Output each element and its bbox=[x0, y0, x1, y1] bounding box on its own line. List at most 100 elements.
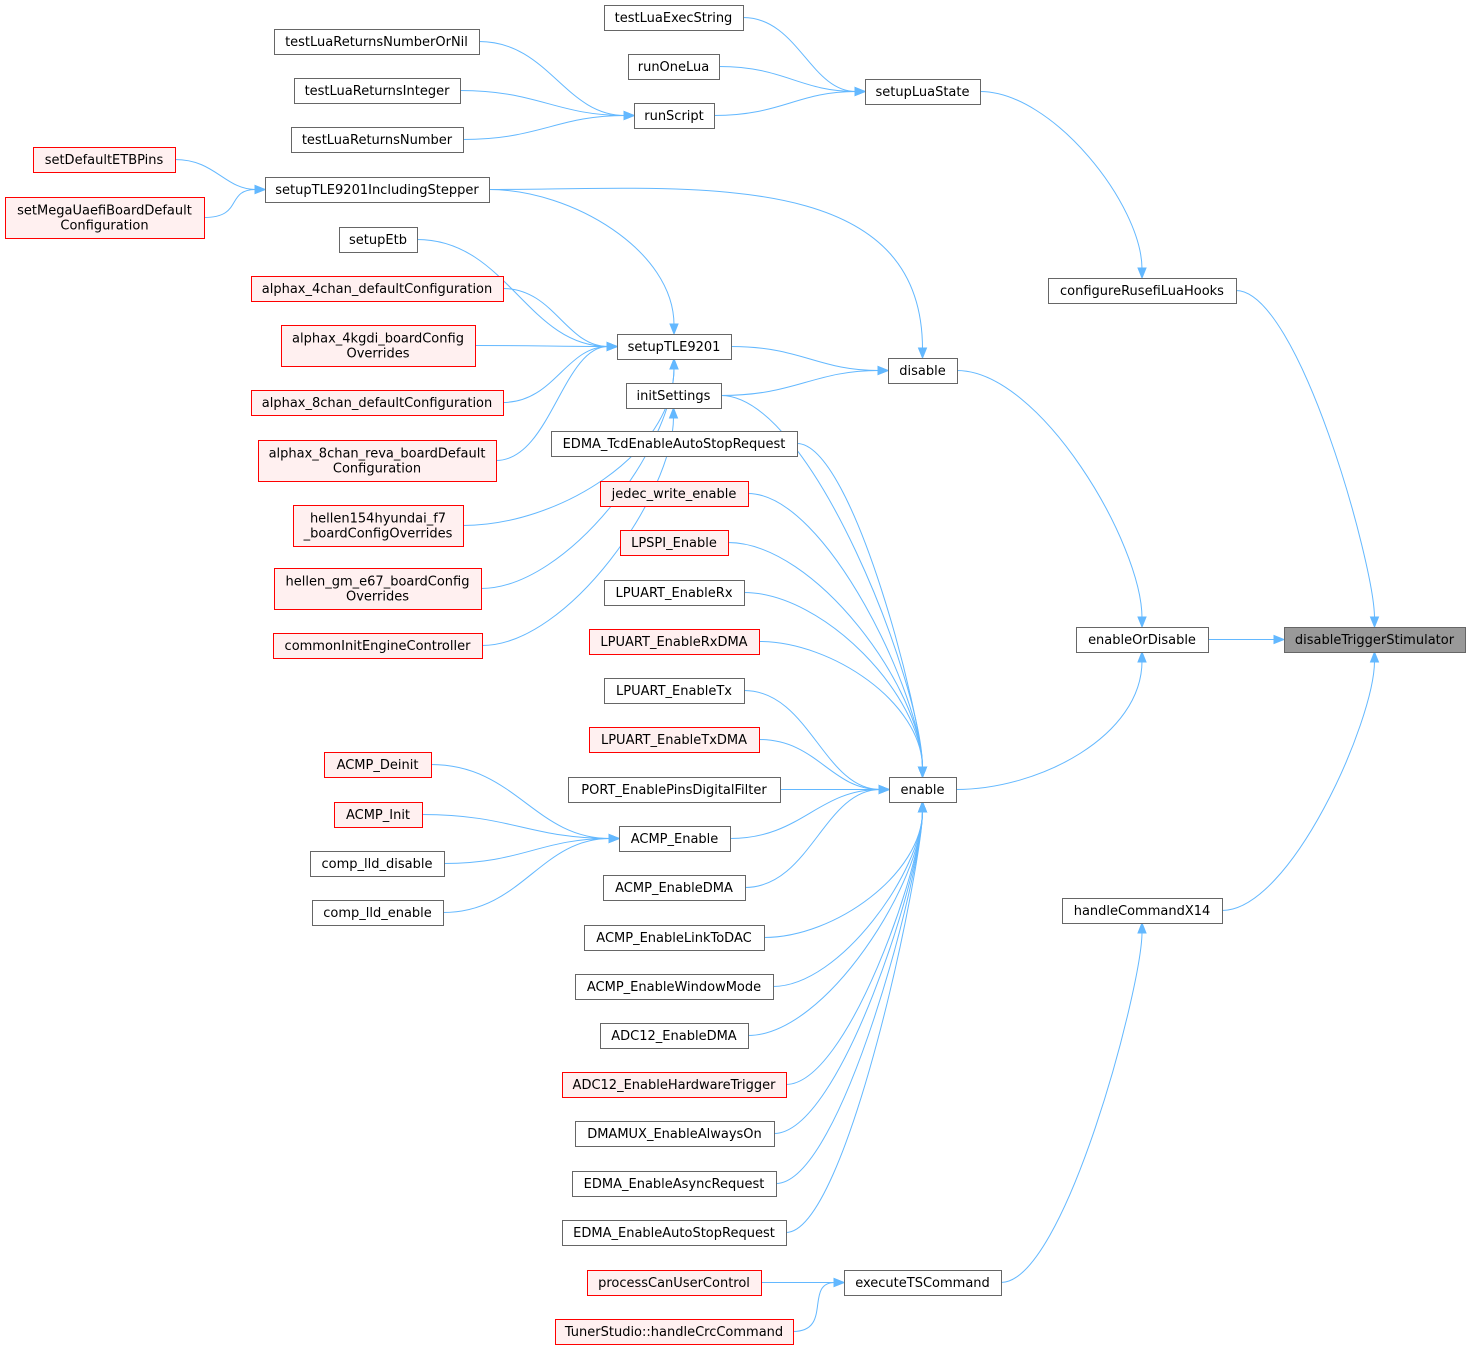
node-configure-rusefi-lua-hooks[interactable]: configureRusefiLuaHooks bbox=[1048, 278, 1237, 304]
node-label: PORT_EnablePinsDigitalFilter bbox=[581, 783, 767, 798]
node-test-lua-returns-number-or-nil[interactable]: testLuaReturnsNumberOrNil bbox=[274, 29, 480, 55]
node-edma-enable-async-request[interactable]: EDMA_EnableAsyncRequest bbox=[572, 1171, 777, 1197]
node-acmp-enable-link-to-dac[interactable]: ACMP_EnableLinkToDAC bbox=[584, 925, 765, 951]
node-label: setDefaultETBPins bbox=[45, 153, 164, 168]
node-box bbox=[626, 383, 722, 409]
node-disable-trigger-stimulator[interactable]: disableTriggerStimulator bbox=[1284, 627, 1466, 653]
node-box bbox=[584, 925, 765, 951]
node-label: jedec_write_enable bbox=[611, 487, 737, 502]
node-hellen-gm-e67-board-config-overrides[interactable]: hellen_gm_e67_boardConfigOverrides bbox=[274, 568, 482, 610]
node-test-lua-exec-string[interactable]: testLuaExecString bbox=[604, 5, 744, 31]
node-label: ACMP_Deinit bbox=[337, 758, 419, 773]
node-box bbox=[603, 875, 746, 901]
node-label: LPUART_EnableTx bbox=[616, 684, 732, 699]
node-box bbox=[568, 777, 781, 803]
node-box bbox=[634, 103, 715, 129]
node-hellen154hyundai-f7-board-config-overrides[interactable]: hellen154hyundai_f7_boardConfigOverrides bbox=[293, 505, 464, 547]
node-label: DMAMUX_EnableAlwaysOn bbox=[587, 1127, 762, 1142]
node-box bbox=[604, 580, 745, 606]
node-acmp-enable-window-mode[interactable]: ACMP_EnableWindowMode bbox=[575, 974, 774, 1000]
node-box bbox=[258, 440, 497, 482]
node-box bbox=[1076, 627, 1209, 653]
node-jedec-write-enable[interactable]: jedec_write_enable bbox=[600, 481, 749, 507]
node-lpuart-enable-tx-dma[interactable]: LPUART_EnableTxDMA bbox=[589, 727, 760, 753]
node-label: testLuaReturnsNumberOrNil bbox=[285, 35, 468, 50]
node-label: ADC12_EnableDMA bbox=[611, 1029, 737, 1044]
node-label: runScript bbox=[644, 109, 704, 124]
node-lpuart-enable-rx-dma[interactable]: LPUART_EnableRxDMA bbox=[589, 629, 760, 655]
node-lpuart-enable-rx[interactable]: LPUART_EnableRx bbox=[604, 580, 745, 606]
node-adc12-enable-hardware-trigger[interactable]: ADC12_EnableHardwareTrigger bbox=[562, 1072, 787, 1098]
node-box bbox=[604, 678, 745, 704]
node-label: commonInitEngineController bbox=[285, 639, 472, 654]
node-acmp-deinit[interactable]: ACMP_Deinit bbox=[324, 752, 432, 778]
edge-acmp-enable-dma-to-enable bbox=[744, 784, 891, 888]
node-edma-tcd-enable-auto-stop-request[interactable]: EDMA_TcdEnableAutoStopRequest bbox=[551, 431, 798, 457]
node-box bbox=[5, 197, 205, 239]
node-acmp-init[interactable]: ACMP_Init bbox=[334, 802, 423, 828]
node-lpuart-enable-tx[interactable]: LPUART_EnableTx bbox=[604, 678, 745, 704]
edge-lpuart-enable-rx-dma-to-enable bbox=[758, 641, 928, 779]
node-box bbox=[589, 727, 760, 753]
node-box bbox=[293, 505, 464, 547]
node-box bbox=[1062, 898, 1223, 924]
node-common-init-engine-controller[interactable]: commonInitEngineController bbox=[273, 633, 483, 659]
node-box bbox=[551, 431, 798, 457]
node-label: testLuaExecString bbox=[615, 11, 733, 26]
node-box bbox=[251, 390, 504, 416]
node-comp-lld-enable[interactable]: comp_lld_enable bbox=[312, 900, 444, 926]
node-box bbox=[555, 1319, 794, 1345]
node-run-one-lua[interactable]: runOneLua bbox=[628, 54, 720, 80]
node-acmp-enable[interactable]: ACMP_Enable bbox=[619, 826, 731, 852]
node-label: ACMP_Enable bbox=[631, 832, 719, 847]
node-alphax-4chan-default-configuration[interactable]: alphax_4chan_defaultConfiguration bbox=[251, 276, 504, 302]
node-label: LPUART_EnableTxDMA bbox=[601, 733, 747, 748]
node-dmamux-enable-always-on[interactable]: DMAMUX_EnableAlwaysOn bbox=[575, 1121, 775, 1147]
node-acmp-enable-dma[interactable]: ACMP_EnableDMA bbox=[603, 875, 746, 901]
node-lpspi-enable[interactable]: LPSPI_Enable bbox=[620, 530, 729, 556]
node-handle-command-x14[interactable]: handleCommandX14 bbox=[1062, 898, 1223, 924]
edge-layer bbox=[174, 17, 1380, 1332]
edge-run-script-to-setup-lua-state bbox=[713, 86, 867, 116]
node-comp-lld-disable[interactable]: comp_lld_disable bbox=[310, 851, 445, 877]
node-box bbox=[628, 54, 720, 80]
node-adc12-enable-dma[interactable]: ADC12_EnableDMA bbox=[600, 1023, 749, 1049]
edge-jedec-write-enable-to-enable bbox=[747, 493, 928, 779]
node-setup-etb[interactable]: setupEtb bbox=[339, 227, 418, 253]
node-box bbox=[310, 851, 445, 877]
node-label: alphax_4kgdi_boardConfig bbox=[292, 332, 464, 347]
node-test-lua-returns-integer[interactable]: testLuaReturnsInteger bbox=[294, 78, 461, 104]
node-set-default-etbpins[interactable]: setDefaultETBPins bbox=[33, 147, 176, 173]
node-box bbox=[575, 1121, 775, 1147]
node-box bbox=[251, 276, 504, 302]
node-test-lua-returns-number[interactable]: testLuaReturnsNumber bbox=[291, 127, 464, 153]
node-box bbox=[572, 1171, 777, 1197]
edge-set-default-etbpins-to-setup-tle9201-including-stepper bbox=[174, 159, 267, 195]
node-alphax-8chan-reva-board-default-configuration[interactable]: alphax_8chan_reva_boardDefaultConfigurat… bbox=[258, 440, 497, 482]
node-disable[interactable]: disable bbox=[888, 358, 958, 384]
node-box bbox=[339, 227, 418, 253]
node-label: LPUART_EnableRxDMA bbox=[600, 635, 747, 650]
node-setup-lua-state[interactable]: setupLuaState bbox=[865, 79, 981, 105]
node-label: testLuaReturnsInteger bbox=[305, 84, 451, 99]
node-tuner-studio-handle-crc-command[interactable]: TunerStudio::handleCrcCommand bbox=[555, 1319, 794, 1345]
node-alphax-8chan-default-configuration[interactable]: alphax_8chan_defaultConfiguration bbox=[251, 390, 504, 416]
node-setup-tle9201[interactable]: setupTLE9201 bbox=[617, 334, 732, 360]
edge-test-lua-returns-number-to-run-script bbox=[462, 110, 636, 140]
node-process-can-user-control[interactable]: processCanUserControl bbox=[587, 1270, 762, 1296]
node-enable[interactable]: enable bbox=[889, 777, 957, 803]
node-label: disableTriggerStimulator bbox=[1295, 633, 1455, 648]
node-port-enable-pins-digital-filter[interactable]: PORT_EnablePinsDigitalFilter bbox=[568, 777, 781, 803]
node-enable-or-disable[interactable]: enableOrDisable bbox=[1076, 627, 1209, 653]
node-setup-tle9201-including-stepper[interactable]: setupTLE9201IncludingStepper bbox=[265, 177, 490, 203]
node-label: setupTLE9201IncludingStepper bbox=[275, 183, 479, 198]
node-edma-enable-auto-stop-request[interactable]: EDMA_EnableAutoStopRequest bbox=[562, 1220, 787, 1246]
node-alphax-4kgdi-board-config-overrides[interactable]: alphax_4kgdi_boardConfigOverrides bbox=[281, 325, 476, 367]
edge-init-settings-to-disable bbox=[720, 365, 890, 396]
node-run-script[interactable]: runScript bbox=[634, 103, 715, 129]
node-execute-tscommand[interactable]: executeTSCommand bbox=[844, 1270, 1002, 1296]
node-box bbox=[291, 127, 464, 153]
node-init-settings[interactable]: initSettings bbox=[626, 383, 722, 409]
